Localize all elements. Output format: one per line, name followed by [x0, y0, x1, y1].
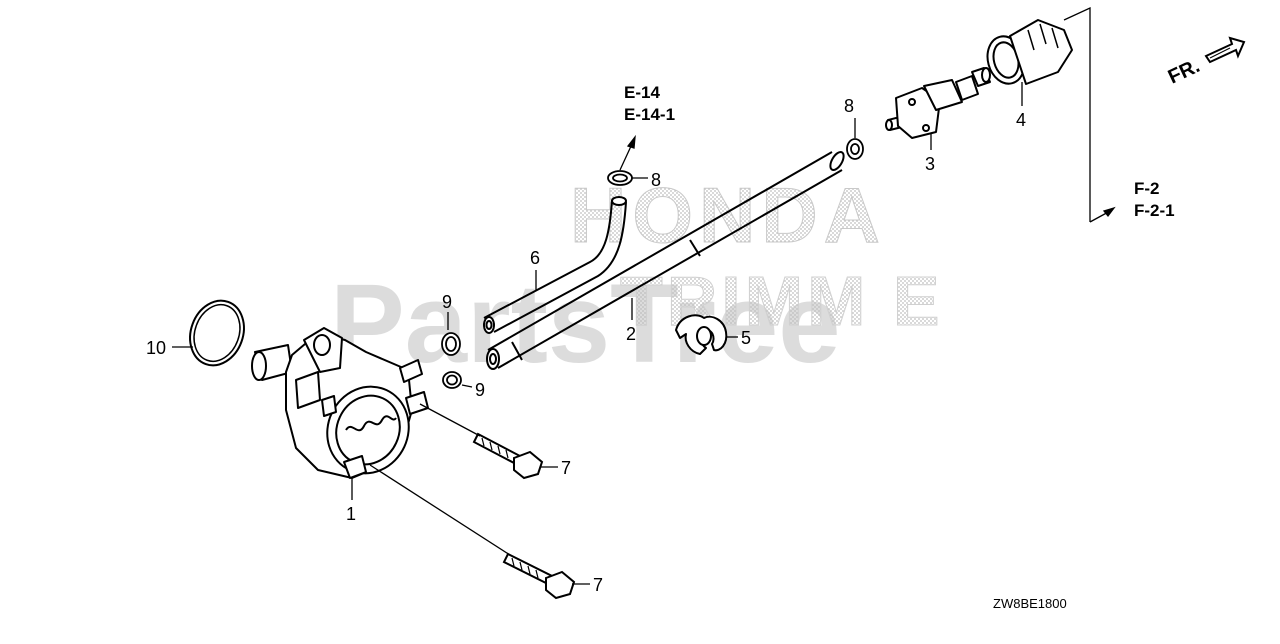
callout-5: 5 — [741, 328, 751, 348]
section-ref-f2: F-2 — [1134, 179, 1160, 198]
front-direction-marker: FR. — [1165, 36, 1246, 89]
o-ring-part-10 — [189, 299, 245, 367]
thermostat-cover-part-4 — [986, 19, 1073, 85]
thermostat-part-3 — [885, 67, 991, 139]
direction-label: FR. — [1165, 55, 1203, 89]
callout-7-lower: 7 — [593, 575, 603, 595]
leader-lines — [172, 6, 1116, 585]
callout-3: 3 — [925, 154, 935, 174]
section-ref-e14: E-14 — [624, 83, 660, 102]
callout-1: 1 — [346, 504, 356, 524]
clip-clamp-lower-part-9 — [442, 371, 462, 389]
callout-9-upper: 9 — [442, 292, 452, 312]
bent-hose-part-6 — [483, 196, 627, 334]
flange-bolt-upper-part-7 — [472, 432, 544, 480]
callout-6: 6 — [530, 248, 540, 268]
flange-bolt-lower-part-7 — [502, 552, 576, 600]
diagram-code: ZW8BE1800 — [993, 596, 1067, 611]
callout-8-right: 8 — [844, 96, 854, 116]
callout-10: 10 — [146, 338, 166, 358]
callout-8-left: 8 — [651, 170, 661, 190]
clip-clamp-upper-part-9 — [441, 332, 461, 356]
callout-numbers: 10 1 2 3 4 5 6 7 7 8 8 9 9 — [146, 96, 1026, 595]
section-ref-f2-1: F-2-1 — [1134, 201, 1175, 220]
pump-housing-part-1 — [251, 327, 429, 479]
callout-7-upper: 7 — [561, 458, 571, 478]
callout-9-lower: 9 — [475, 380, 485, 400]
hose-clamp-right-part-8 — [846, 138, 864, 160]
section-ref-e14-1: E-14-1 — [624, 105, 675, 124]
long-hose-part-2 — [486, 150, 845, 370]
callout-4: 4 — [1016, 110, 1026, 130]
watermark-site-echo: TRIMM E — [620, 262, 944, 340]
callout-2: 2 — [626, 324, 636, 344]
hose-holder-part-5 — [675, 314, 728, 355]
hose-clamp-left-part-8 — [607, 170, 633, 186]
